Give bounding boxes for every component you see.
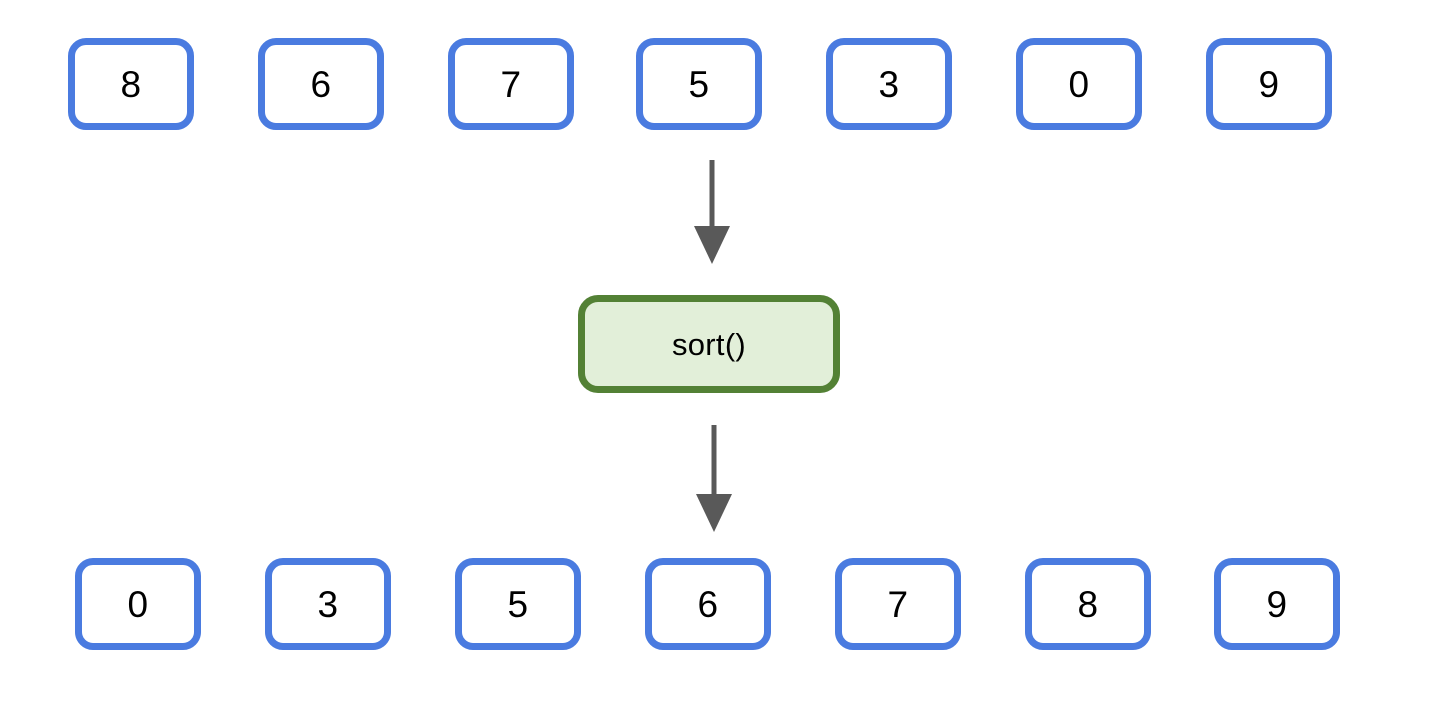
output-cell-0: 0	[75, 558, 201, 650]
sort-operation-node[interactable]: sort()	[578, 295, 840, 393]
output-cell-value: 9	[1266, 583, 1288, 625]
output-cell-3: 6	[645, 558, 771, 650]
input-cell-0: 8	[68, 38, 194, 130]
output-cell-2: 5	[455, 558, 581, 650]
input-cell-value: 7	[500, 63, 522, 105]
output-cell-4: 7	[835, 558, 961, 650]
sort-operation-label: sort()	[671, 326, 747, 362]
input-cell-value: 5	[688, 63, 710, 105]
input-cell-6: 9	[1206, 38, 1332, 130]
input-cell-value: 9	[1258, 63, 1280, 105]
input-cell-value: 6	[310, 63, 332, 105]
output-cell-6: 9	[1214, 558, 1340, 650]
input-cell-value: 3	[878, 63, 900, 105]
output-cell-value: 8	[1077, 583, 1099, 625]
input-cell-4: 3	[826, 38, 952, 130]
output-cell-value: 7	[887, 583, 909, 625]
output-cell-value: 5	[507, 583, 529, 625]
input-cell-value: 8	[120, 63, 142, 105]
output-cell-value: 0	[127, 583, 149, 625]
output-cell-value: 6	[697, 583, 719, 625]
output-cell-5: 8	[1025, 558, 1151, 650]
output-cell-value: 3	[317, 583, 339, 625]
input-cell-3: 5	[636, 38, 762, 130]
input-cell-5: 0	[1016, 38, 1142, 130]
input-cell-value: 0	[1068, 63, 1090, 105]
output-cell-1: 3	[265, 558, 391, 650]
input-cell-1: 6	[258, 38, 384, 130]
input-cell-2: 7	[448, 38, 574, 130]
